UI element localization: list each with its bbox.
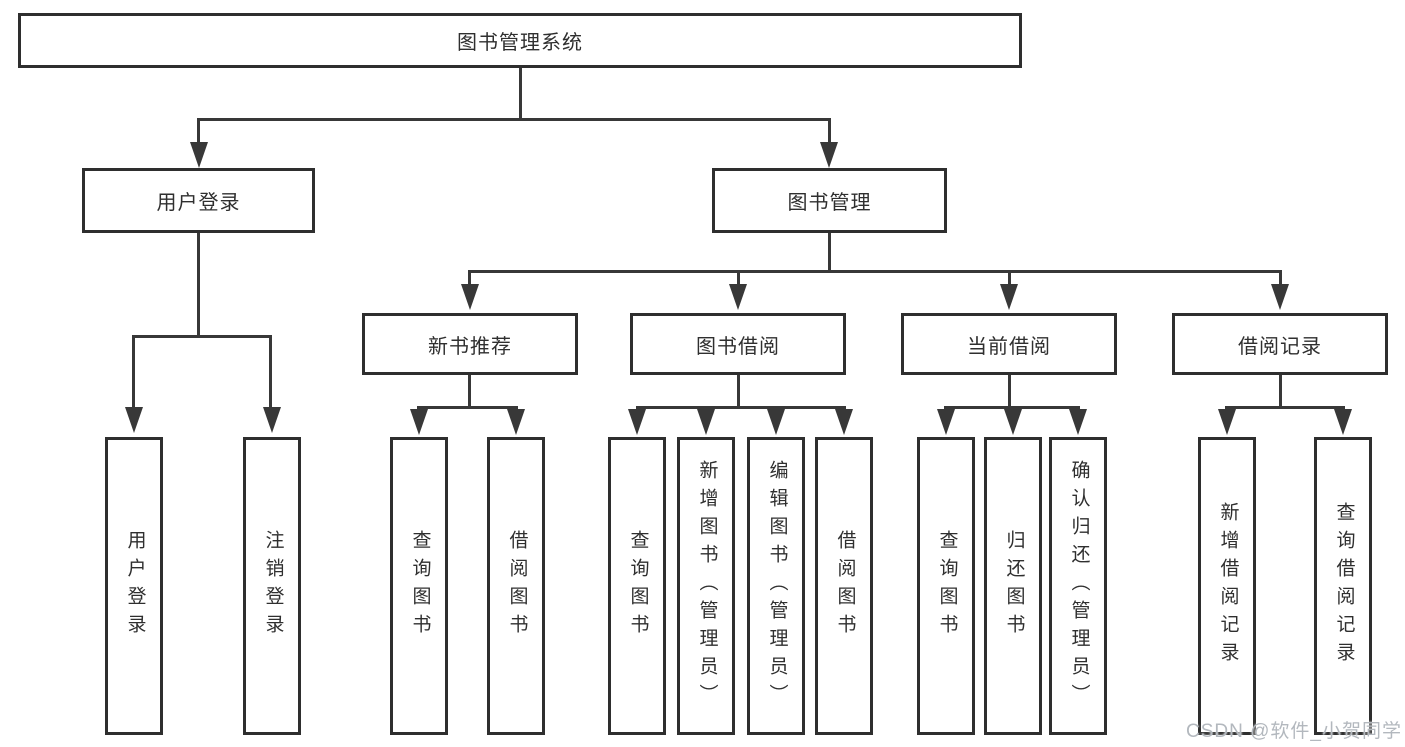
connector-group1-rail bbox=[132, 335, 272, 338]
arrowhead-book-mgmt-icon bbox=[820, 142, 838, 168]
connector-group5-rail bbox=[1225, 406, 1345, 409]
leaf-query-books-borrow-label: 查询图书 bbox=[627, 530, 649, 642]
arrowhead-leaf-7-icon bbox=[835, 409, 853, 435]
connector-group4-rail bbox=[944, 406, 1080, 409]
leaf-borrow-books-rec-label: 借阅图书 bbox=[506, 530, 528, 642]
arrowhead-current-borrow-icon bbox=[1000, 284, 1018, 310]
connector-borrow-record-down bbox=[1279, 375, 1282, 409]
leaf-query-books-borrow: 查询图书 bbox=[608, 437, 666, 735]
arrowhead-borrow-record-icon bbox=[1271, 284, 1289, 310]
connector-level3-rail bbox=[468, 270, 1282, 273]
arrowhead-leaf-logout-icon bbox=[263, 407, 281, 433]
connector-level3-stub-1 bbox=[468, 273, 471, 285]
leaf-logout-label: 注销登录 bbox=[262, 530, 284, 642]
node-book-borrow-label: 图书借阅 bbox=[696, 335, 780, 358]
leaf-add-books-admin-label: 新增图书（管理员） bbox=[696, 460, 718, 712]
node-user-login: 用户登录 bbox=[82, 168, 315, 233]
connector-group1-right-stub bbox=[269, 338, 272, 407]
leaf-logout: 注销登录 bbox=[243, 437, 301, 735]
leaf-query-books-current-label: 查询图书 bbox=[936, 530, 958, 642]
node-new-book-recommend: 新书推荐 bbox=[362, 313, 578, 375]
connector-user-login-down bbox=[197, 233, 200, 338]
arrowhead-leaf-user-login-icon bbox=[125, 407, 143, 433]
node-current-borrow-label: 当前借阅 bbox=[967, 335, 1051, 358]
leaf-query-books-rec-label: 查询图书 bbox=[409, 530, 431, 642]
connector-group1-left-stub bbox=[132, 338, 135, 407]
leaf-query-borrow-record: 查询借阅记录 bbox=[1314, 437, 1372, 735]
connector-level2-right-stub bbox=[828, 121, 831, 143]
connector-current-borrow-down bbox=[1008, 375, 1011, 409]
node-book-management-label: 图书管理 bbox=[787, 192, 872, 214]
connector-level3-stub-3 bbox=[1008, 273, 1011, 285]
arrowhead-leaf-3-icon bbox=[507, 409, 525, 435]
arrowhead-leaf-12-icon bbox=[1334, 409, 1352, 435]
connector-new-book-rec-down bbox=[468, 375, 471, 409]
leaf-user-login-label: 用户登录 bbox=[124, 530, 146, 642]
arrowhead-leaf-4-icon bbox=[628, 409, 646, 435]
leaf-user-login: 用户登录 bbox=[105, 437, 163, 735]
arrowhead-book-borrow-icon bbox=[729, 284, 747, 310]
connector-level2-rail bbox=[197, 118, 831, 121]
arrowhead-leaf-11-icon bbox=[1218, 409, 1236, 435]
leaf-add-books-admin: 新增图书（管理员） bbox=[677, 437, 735, 735]
connector-level3-stub-2 bbox=[737, 273, 740, 285]
arrowhead-leaf-9-icon bbox=[1004, 409, 1022, 435]
csdn-watermark: CSDN @软件_小贺同学 bbox=[1186, 721, 1402, 742]
arrowhead-leaf-10-icon bbox=[1069, 409, 1087, 435]
node-user-login-label: 用户登录 bbox=[156, 192, 241, 214]
node-root-label: 图书管理系统 bbox=[457, 32, 583, 54]
arrowhead-new-book-rec-icon bbox=[461, 284, 479, 310]
leaf-query-books-rec: 查询图书 bbox=[390, 437, 448, 735]
arrowhead-leaf-2-icon bbox=[410, 409, 428, 435]
connector-book-borrow-down bbox=[737, 375, 740, 409]
leaf-confirm-return-admin: 确认归还（管理员） bbox=[1049, 437, 1107, 735]
arrowhead-user-login-icon bbox=[190, 142, 208, 168]
connector-level2-left-stub bbox=[197, 121, 200, 143]
connector-book-mgmt-down bbox=[828, 233, 831, 273]
connector-root-down bbox=[519, 66, 522, 121]
node-book-management: 图书管理 bbox=[712, 168, 947, 233]
arrowhead-leaf-6-icon bbox=[767, 409, 785, 435]
connector-group2-rail bbox=[417, 406, 518, 409]
leaf-borrow-books: 借阅图书 bbox=[815, 437, 873, 735]
node-borrow-record: 借阅记录 bbox=[1172, 313, 1388, 375]
leaf-add-borrow-record: 新增借阅记录 bbox=[1198, 437, 1256, 735]
node-borrow-record-label: 借阅记录 bbox=[1238, 335, 1322, 358]
leaf-query-borrow-record-label: 查询借阅记录 bbox=[1333, 502, 1355, 670]
arrowhead-leaf-8-icon bbox=[937, 409, 955, 435]
connector-group3-rail bbox=[636, 406, 846, 409]
node-book-borrow: 图书借阅 bbox=[630, 313, 846, 375]
leaf-edit-books-admin: 编辑图书（管理员） bbox=[747, 437, 805, 735]
connector-level3-stub-4 bbox=[1279, 273, 1282, 285]
leaf-borrow-books-rec: 借阅图书 bbox=[487, 437, 545, 735]
leaf-borrow-books-label: 借阅图书 bbox=[834, 530, 856, 642]
leaf-add-borrow-record-label: 新增借阅记录 bbox=[1217, 502, 1239, 670]
leaf-return-books: 归还图书 bbox=[984, 437, 1042, 735]
node-current-borrow: 当前借阅 bbox=[901, 313, 1117, 375]
node-root-system: 图书管理系统 bbox=[18, 13, 1022, 68]
node-new-book-recommend-label: 新书推荐 bbox=[428, 335, 512, 358]
leaf-edit-books-admin-label: 编辑图书（管理员） bbox=[766, 460, 788, 712]
leaf-confirm-return-admin-label: 确认归还（管理员） bbox=[1068, 460, 1090, 712]
arrowhead-leaf-5-icon bbox=[697, 409, 715, 435]
leaf-query-books-current: 查询图书 bbox=[917, 437, 975, 735]
leaf-return-books-label: 归还图书 bbox=[1003, 530, 1025, 642]
